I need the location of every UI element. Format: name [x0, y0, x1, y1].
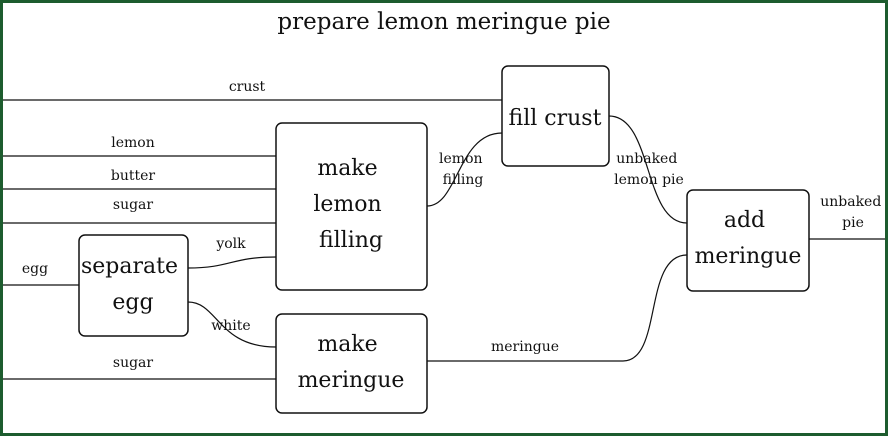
box-add-meringue-line-1: add	[724, 208, 765, 233]
wire-white	[187, 301, 277, 348]
box-add-meringue: add meringue	[686, 189, 810, 292]
edge-label-unbaked-pie-line-1: unbaked	[820, 194, 881, 210]
box-make-meringue: make meringue	[275, 313, 428, 414]
edge-label-crust-line-1: crust	[229, 79, 266, 95]
edge-label-sugar-meringue: sugar	[113, 355, 154, 371]
edge-label-egg-line-1: egg	[22, 261, 48, 277]
edge-label-yolk: yolk	[215, 236, 246, 252]
edge-label-meringue: meringue	[491, 339, 559, 355]
box-make-meringue-line-2: meringue	[298, 368, 405, 393]
box-add-meringue-rect	[686, 189, 810, 292]
edge-label-sugar-filling: sugar	[113, 197, 154, 213]
edge-label-unbaked-lemon-pie-line-1: unbaked	[616, 151, 677, 167]
wire-lemon-filling	[426, 132, 503, 207]
edge-label-lemon-line-1: lemon	[111, 135, 154, 151]
edge-label-unbaked-pie: unbaked pie	[820, 194, 885, 231]
edge-label-sugar-meringue-line-1: sugar	[113, 355, 154, 371]
box-fill-crust-line-1: fill crust	[509, 106, 602, 131]
wiring-diagram: prepare lemon meringue pie fill crust	[3, 9, 885, 414]
box-add-meringue-label: add meringue	[695, 208, 802, 269]
box-make-lemon-filling: make lemon filling	[275, 122, 428, 291]
wire-yolk	[187, 256, 277, 269]
edge-label-unbaked-pie-line-2: pie	[842, 215, 864, 231]
edge-label-unbaked-lemon-pie-line-2: lemon pie	[614, 172, 684, 188]
box-make-meringue-line-1: make	[317, 332, 377, 357]
edge-label-lemon: lemon	[111, 135, 154, 151]
box-make-lemon-filling-rect	[275, 122, 428, 291]
edge-label-meringue-line-1: meringue	[491, 339, 559, 355]
wire-meringue	[427, 254, 688, 362]
box-fill-crust: fill crust	[501, 65, 610, 167]
box-separate-egg-rect	[78, 234, 189, 337]
edge-label-crust: crust	[229, 79, 266, 95]
box-separate-egg-label: separate egg	[81, 254, 185, 315]
wire-unbaked-lemon-pie	[608, 115, 688, 224]
box-separate-egg-line-2: egg	[112, 290, 153, 315]
box-fill-crust-label: fill crust	[509, 106, 602, 131]
edge-label-sugar-filling-line-1: sugar	[113, 197, 154, 213]
edge-labels: crust lemon butter sugar egg yolk white	[22, 79, 885, 371]
box-make-lemon-filling-line-1: make	[317, 156, 377, 181]
edge-label-egg: egg	[22, 261, 48, 277]
edge-label-lemon-filling-line-2: filling	[443, 172, 484, 188]
edge-label-lemon-filling: lemon filling	[439, 151, 487, 188]
wires	[3, 99, 885, 380]
box-make-lemon-filling-line-2: lemon	[313, 192, 381, 217]
box-make-meringue-rect	[275, 313, 428, 414]
diagram-title: prepare lemon meringue pie	[277, 9, 610, 35]
box-fill-crust-rect	[501, 65, 610, 167]
edge-label-yolk-line-1: yolk	[215, 236, 246, 252]
box-add-meringue-line-2: meringue	[695, 244, 802, 269]
edge-label-white-line-1: white	[211, 318, 250, 334]
box-separate-egg: separate egg	[78, 234, 189, 337]
box-make-meringue-label: make meringue	[298, 332, 405, 393]
box-make-lemon-filling-label: make lemon filling	[313, 156, 388, 253]
edge-label-butter-line-1: butter	[111, 168, 156, 184]
box-separate-egg-line-1: separate	[81, 254, 178, 279]
edge-label-white: white	[211, 318, 250, 334]
box-make-lemon-filling-line-3: filling	[319, 228, 383, 253]
edge-label-butter: butter	[111, 168, 156, 184]
edge-label-unbaked-lemon-pie: unbaked lemon pie	[614, 151, 684, 188]
edge-label-lemon-filling-line-1: lemon	[439, 151, 482, 167]
